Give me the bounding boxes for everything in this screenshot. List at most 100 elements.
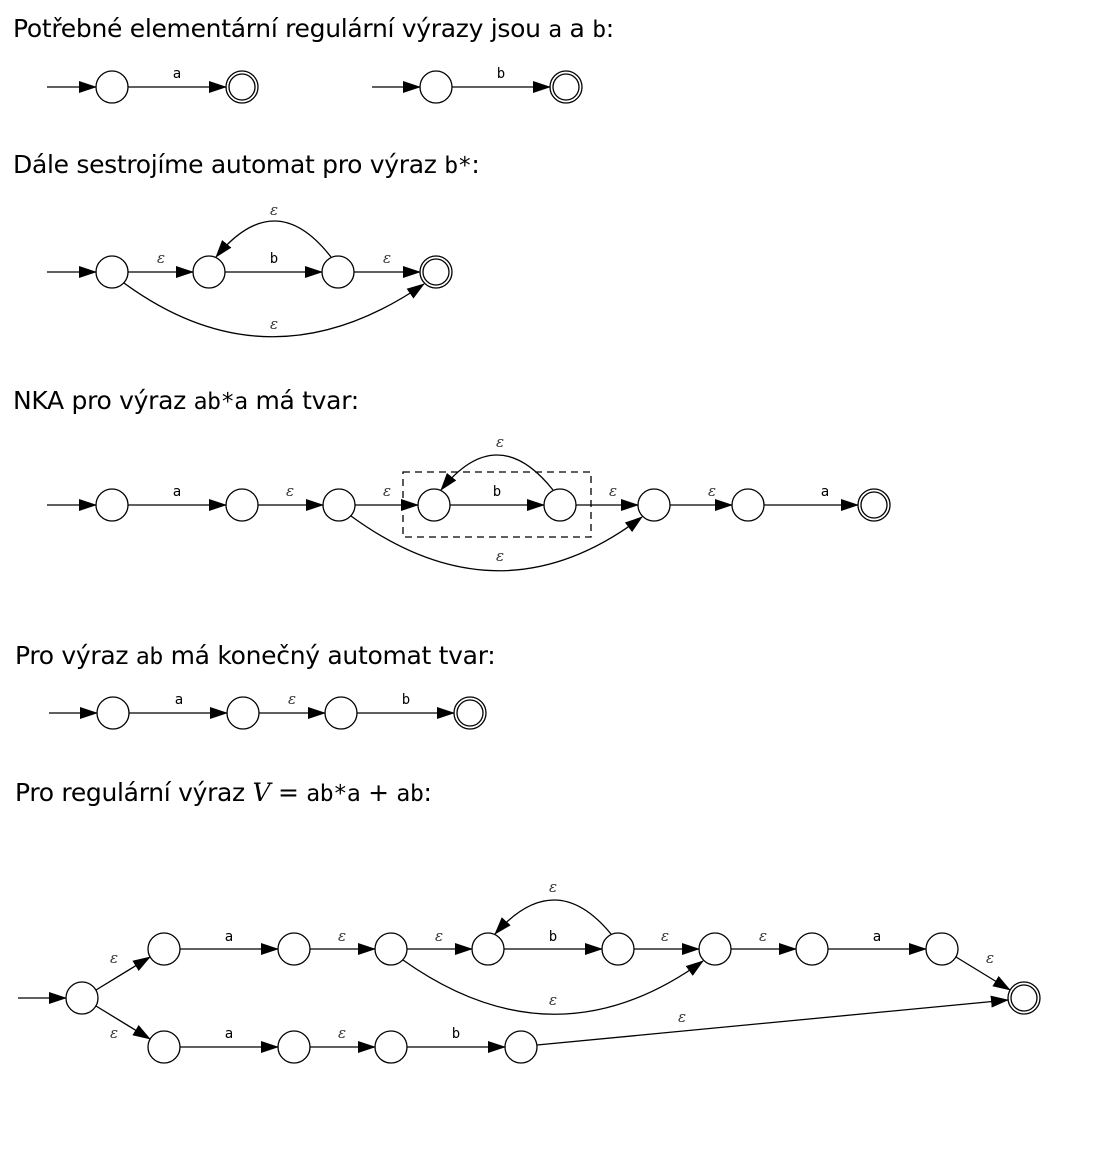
- state: [192, 255, 226, 289]
- accept-state-inner: [1010, 984, 1038, 1012]
- edge-label-epsilon: ε: [609, 482, 617, 500]
- text-b-star-intro: Dále sestrojíme automat pro výraz b*:: [13, 150, 480, 179]
- accept-state-inner: [456, 699, 484, 727]
- edge-label-epsilon: ε: [383, 249, 391, 267]
- text-ab-intro: Pro výraz ab má konečný automat tvar:: [15, 641, 496, 670]
- accept-state: [1007, 981, 1041, 1015]
- state: [543, 488, 577, 522]
- edge-label-epsilon: ε: [383, 482, 391, 500]
- edge-label-epsilon: ε: [496, 433, 504, 451]
- accept-state-inner: [552, 73, 580, 101]
- edge-epsilon-to-accept: [536, 995, 1009, 1046]
- equals-sign: =: [270, 778, 307, 807]
- accept-state-inner: [860, 491, 888, 519]
- text-span: NKA pro výraz: [13, 386, 194, 415]
- loop-epsilon: [215, 220, 332, 258]
- edge-label-epsilon: ε: [986, 949, 994, 967]
- edge-label-epsilon: ε: [678, 1008, 686, 1026]
- text-elementary-expressions: Potřebné elementární regulární výrazy js…: [13, 14, 614, 43]
- state: [226, 696, 260, 730]
- edge-epsilon-bottom: [95, 1005, 151, 1040]
- edge-label-epsilon: ε: [708, 482, 716, 500]
- expr-a: a: [548, 17, 562, 43]
- edge-label-b: b: [402, 692, 410, 708]
- state: [698, 932, 732, 966]
- state: [147, 1030, 181, 1064]
- text-span: Pro regulární výraz: [15, 778, 253, 807]
- state: [504, 1030, 538, 1064]
- bypass-epsilon: [350, 515, 643, 572]
- edge-label-epsilon: ε: [549, 991, 557, 1009]
- accept-state: [549, 70, 583, 104]
- text-v-intro: Pro regulární výraz V = ab*a + ab:: [15, 778, 432, 807]
- automaton-union: [18, 899, 1041, 1064]
- edge-label-a: a: [225, 929, 233, 945]
- expr-ab-star-a: ab*a: [193, 389, 249, 415]
- automaton-ab-star-a: [47, 454, 891, 572]
- state: [795, 932, 829, 966]
- state: [96, 696, 130, 730]
- edge-label-epsilon: ε: [286, 482, 294, 500]
- text-span: má konečný automat tvar:: [162, 641, 496, 670]
- state: [637, 488, 671, 522]
- accept-state: [453, 696, 487, 730]
- edge-label-a: a: [873, 929, 881, 945]
- state: [322, 488, 356, 522]
- loop-epsilon: [494, 899, 612, 935]
- loop-epsilon: [440, 454, 554, 491]
- plus-sign: +: [360, 778, 397, 807]
- state: [321, 255, 355, 289]
- expr-b-star: b*: [444, 153, 472, 179]
- variable-v: V: [252, 778, 271, 807]
- text-span: :: [423, 778, 432, 807]
- state: [471, 932, 505, 966]
- edge-label-epsilon: ε: [759, 927, 767, 945]
- edge-epsilon: [955, 956, 1011, 991]
- text-nka-intro: NKA pro výraz ab*a má tvar:: [13, 386, 359, 415]
- state: [95, 70, 129, 104]
- edge-label-epsilon: ε: [157, 249, 165, 267]
- state: [225, 488, 259, 522]
- edge-label-epsilon: ε: [661, 927, 669, 945]
- expr-ab-star-a: ab*a: [306, 781, 361, 807]
- edge-label-a: a: [175, 692, 183, 708]
- edge-label-b: b: [452, 1026, 460, 1042]
- state: [277, 932, 311, 966]
- edge-label-a: a: [225, 1026, 233, 1042]
- expr-ab: ab: [396, 781, 424, 807]
- state: [95, 488, 129, 522]
- edge-label-epsilon: ε: [496, 547, 504, 565]
- edge-label-epsilon: ε: [338, 1024, 346, 1042]
- edge-label-epsilon: ε: [338, 927, 346, 945]
- accept-state: [857, 488, 891, 522]
- edge-label-epsilon: ε: [288, 690, 296, 708]
- automaton-b-star: [47, 220, 453, 338]
- state-start: [65, 981, 99, 1015]
- accept-state-inner: [228, 73, 256, 101]
- text-span: Pro výraz: [15, 641, 136, 670]
- text-span: Potřebné elementární regulární výrazy js…: [13, 14, 549, 43]
- edge-label-b: b: [549, 929, 557, 945]
- accept-state: [225, 70, 259, 104]
- expr-ab: ab: [135, 644, 163, 670]
- edge-label-b: b: [497, 66, 505, 82]
- state: [601, 932, 635, 966]
- automaton-b: [372, 70, 583, 104]
- automaton-a: [47, 70, 259, 104]
- edge-label-a: a: [173, 66, 181, 82]
- state: [277, 1030, 311, 1064]
- edge-label-b: b: [493, 484, 501, 500]
- edge-label-epsilon: ε: [110, 1024, 118, 1042]
- expr-b: b: [592, 17, 606, 43]
- bypass-epsilon: [402, 959, 704, 1015]
- edge-label-a: a: [821, 484, 829, 500]
- edge-label-b: b: [270, 251, 278, 267]
- accept-state: [419, 255, 453, 289]
- edge-epsilon-top: [95, 956, 151, 991]
- edge-label-epsilon: ε: [435, 927, 443, 945]
- text-span: Dále sestrojíme automat pro výraz: [13, 150, 445, 179]
- state: [731, 488, 765, 522]
- bypass-epsilon: [123, 282, 425, 338]
- state: [374, 932, 408, 966]
